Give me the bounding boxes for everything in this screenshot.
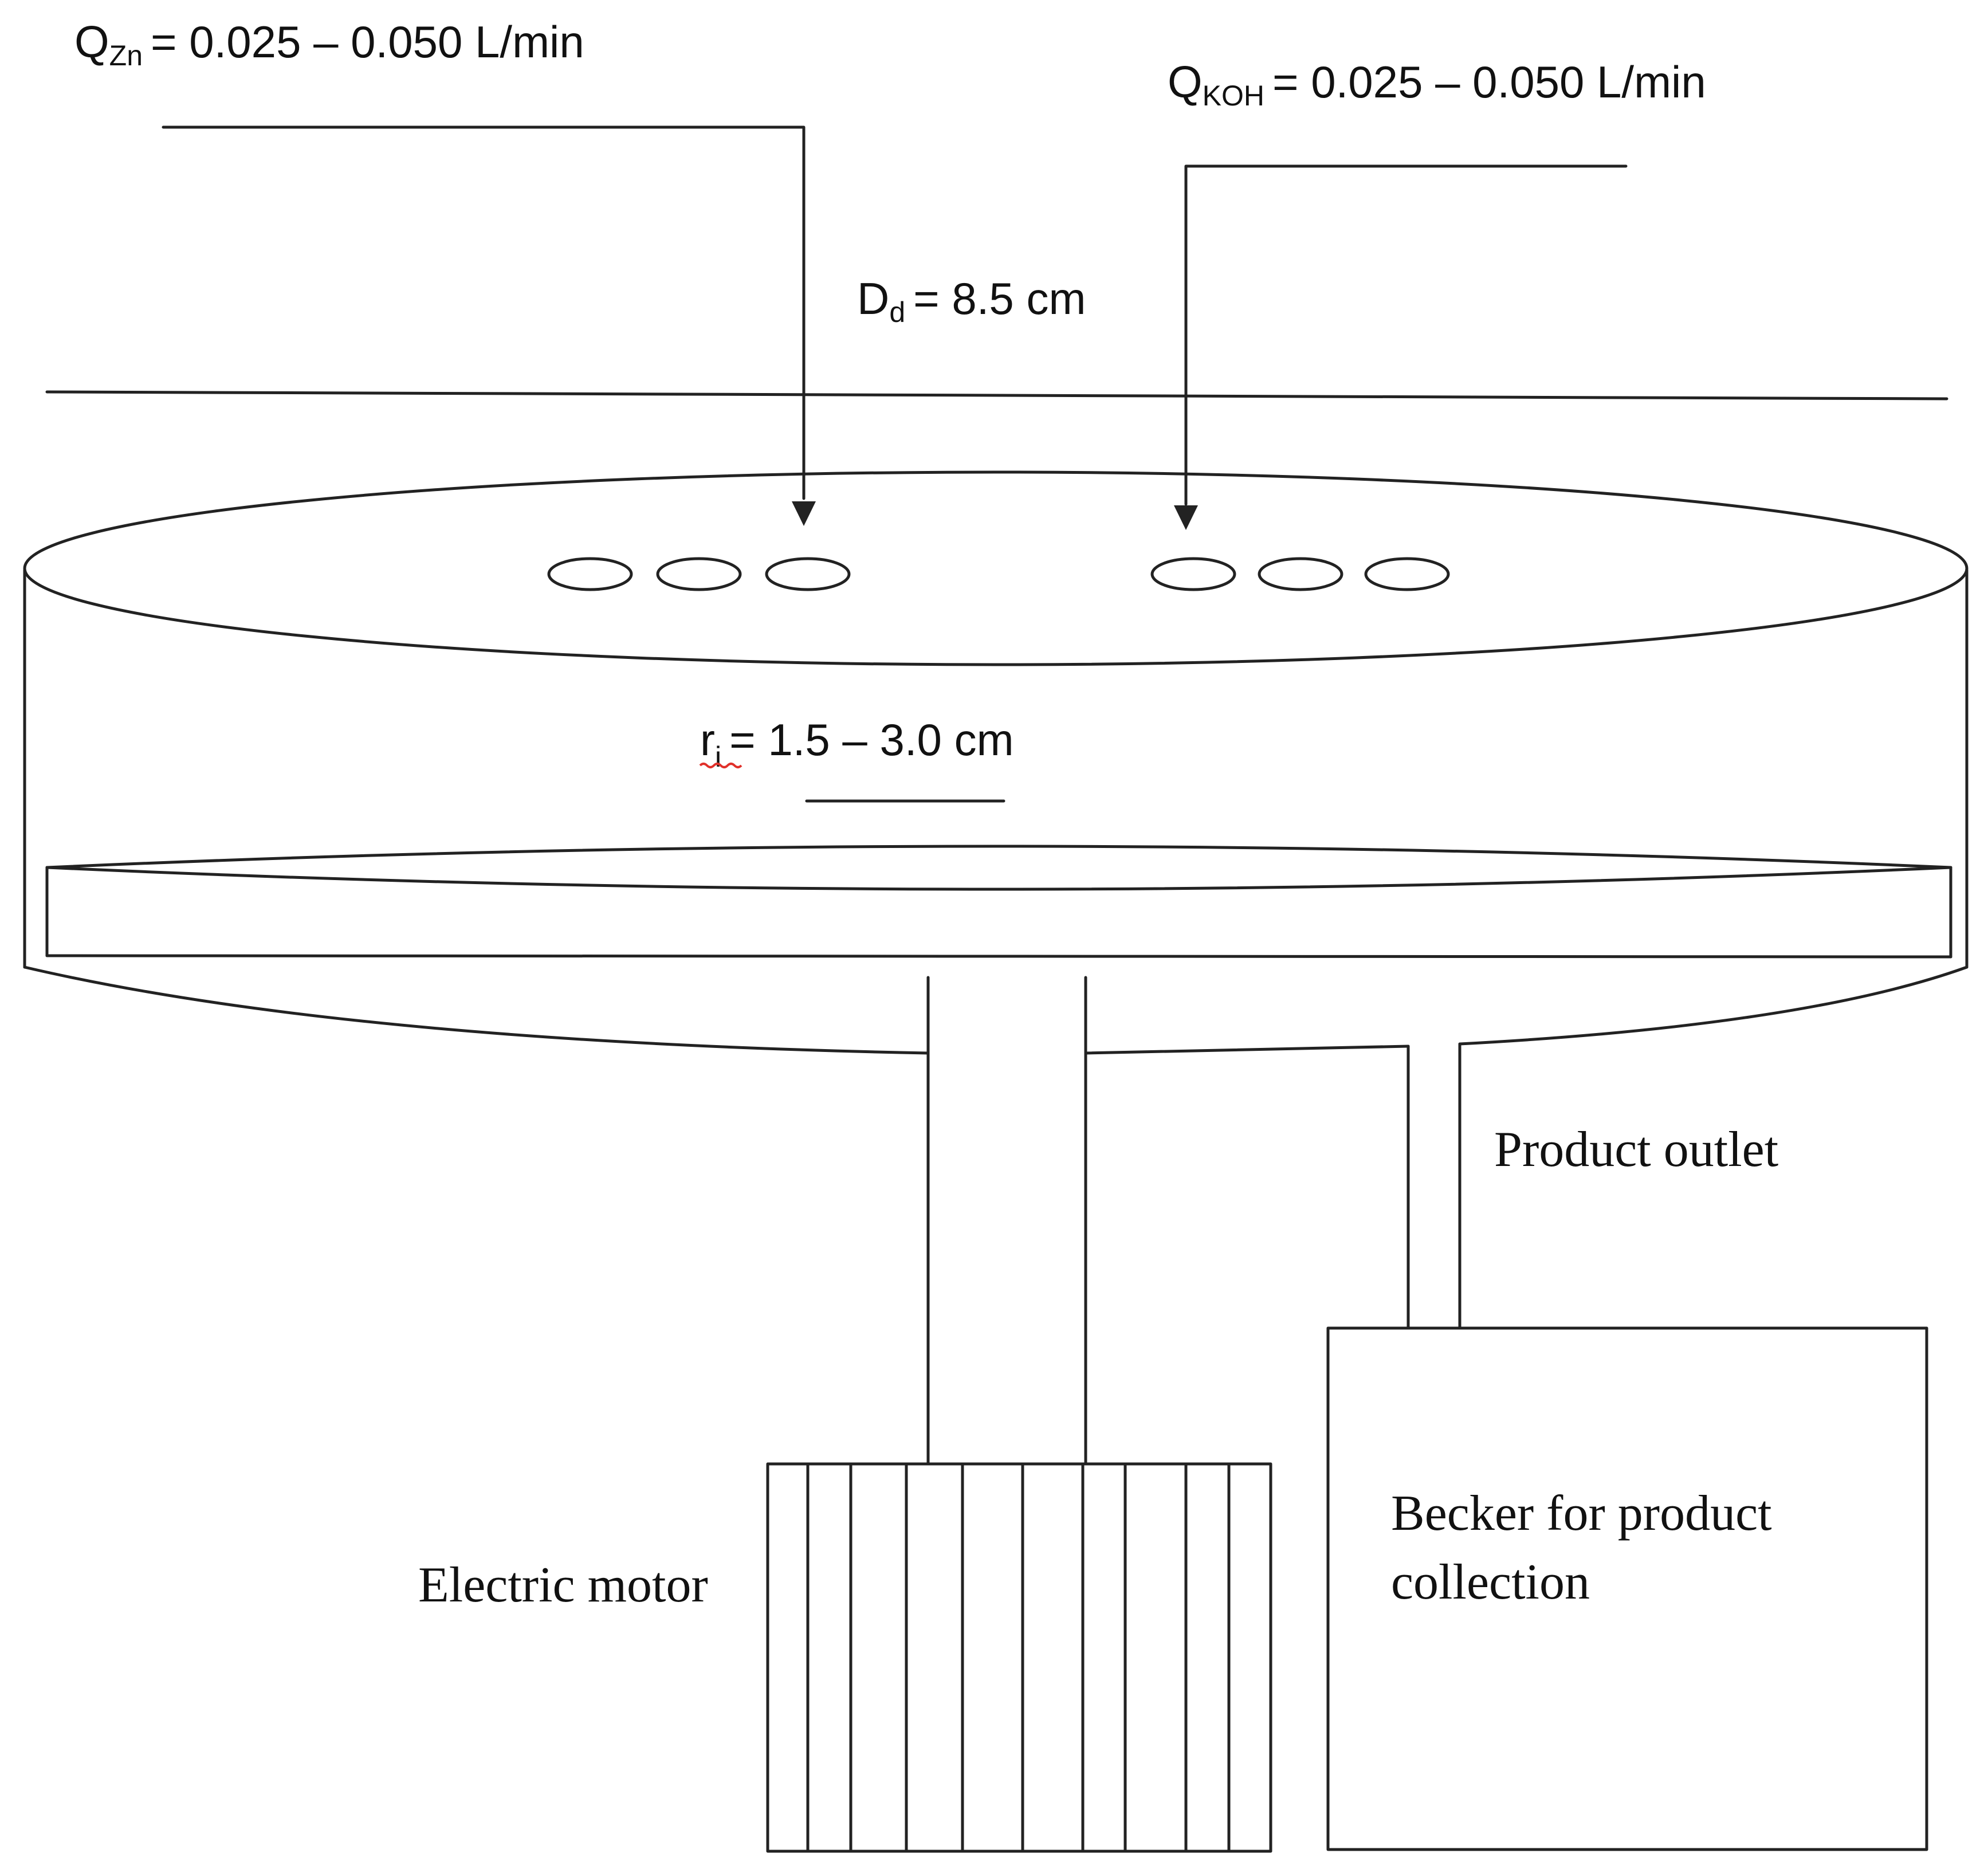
zn-feed-hole-1	[547, 557, 633, 591]
product-outlet-label: Product outlet	[1494, 1122, 1778, 1177]
q-koh-label: QKOH= 0.025 – 0.050 L/min	[1168, 57, 1706, 112]
koh-feed-hole-2	[1258, 557, 1343, 591]
zn-feed-line	[162, 125, 816, 526]
electric-motor-body	[766, 1462, 1272, 1853]
zn-feed-hole-2	[656, 557, 742, 591]
housing-bottom-right	[1458, 965, 1969, 1046]
koh-feed-hole-1	[1150, 557, 1236, 591]
spinning-disc	[45, 845, 1952, 959]
product-outlet-pipe	[1406, 1042, 1461, 1330]
collection-beaker	[1326, 1326, 1928, 1851]
zn-feed-arrowhead	[792, 501, 816, 526]
housing-bottom-left	[23, 965, 930, 1055]
electric-motor-label: Electric motor	[418, 1557, 708, 1613]
motor-outline	[766, 1462, 1272, 1853]
koh-feed-line	[1174, 164, 1628, 530]
disc-bottom-edge	[45, 954, 1952, 959]
reactor-top-ellipse	[23, 470, 1969, 666]
disc-diameter-label: Dd= 8.5 cm	[857, 273, 1086, 328]
q-zn-label: QZn= 0.025 – 0.050 L/min	[74, 17, 584, 72]
becker-label-line1: Becker for product	[1391, 1486, 1772, 1541]
drive-shaft	[926, 976, 1087, 1466]
becker-label-line2: collection	[1391, 1554, 1590, 1610]
disc-top-edge	[45, 845, 1952, 869]
housing-bottom-middle	[1084, 1045, 1410, 1055]
disc-inner-edge	[45, 866, 1952, 891]
koh-feed-arrowhead	[1174, 505, 1198, 530]
disc-diameter-line	[45, 390, 1948, 400]
koh-feed-hole-3	[1364, 557, 1450, 591]
zn-feed-hole-3	[765, 557, 851, 591]
spellcheck-underline	[699, 763, 742, 768]
inlet-radius-label: ri= 1.5 – 3.0 cm	[700, 714, 1014, 773]
